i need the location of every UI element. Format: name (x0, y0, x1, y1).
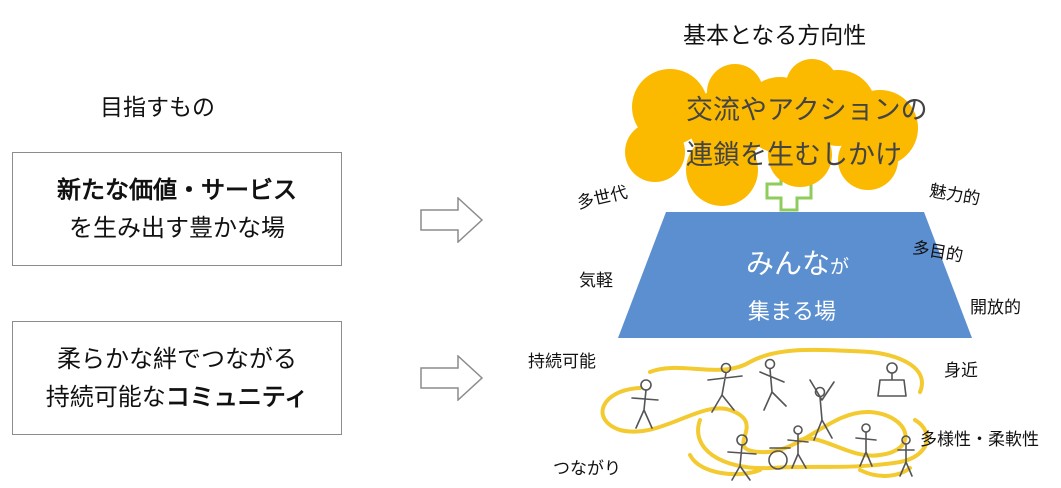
goal-box-value: 新たな価値・サービス を生み出す豊かな場 (12, 152, 342, 266)
keyword-jizoku: 持続可能 (528, 352, 596, 372)
keyword-kaiho: 開放的 (970, 298, 1021, 318)
arrow-right-icon (420, 197, 484, 243)
goal-box-value-line2: を生み出す豊かな場 (69, 214, 285, 242)
keyword-mijika: 身近 (944, 361, 978, 381)
goal-box-community-line2: 持続可能なコミュニティ (46, 378, 309, 416)
trapezoid-text-line2: 集まる場 (748, 300, 837, 325)
people-illustration (600, 347, 929, 481)
chain-reaction-circles (625, 59, 918, 206)
trapezoid-text-main: みんな (746, 247, 831, 280)
goal-box-community-line1: 柔らかな絆でつながる (57, 344, 297, 373)
trapezoid-text-line1: みんなが (746, 242, 849, 282)
direction-title: 基本となる方向性 (683, 23, 867, 49)
keyword-kigaru: 気軽 (579, 271, 613, 291)
goal-box-value-line1: 新たな価値・サービス (57, 175, 297, 204)
goal-box-community: 柔らかな絆でつながる 持続可能なコミュニティ (12, 321, 342, 435)
circles-text-line1: 交流やアクションの (686, 95, 928, 126)
keyword-tayosei: 多様性・柔軟性 (920, 430, 1039, 450)
arrow-right-icon (420, 355, 484, 401)
keyword-tsunagari: つながり (553, 459, 621, 479)
goal-box-community-line2-plain: 持続可能な (45, 383, 166, 411)
goals-title: 目指すもの (100, 95, 215, 121)
goal-box-community-line2-bold: コミュニティ (165, 383, 309, 411)
gathering-place-trapezoid (618, 212, 972, 338)
circles-text-line2: 連鎖を生むしかけ (686, 140, 902, 171)
trapezoid-text-suffix: が (830, 256, 850, 278)
